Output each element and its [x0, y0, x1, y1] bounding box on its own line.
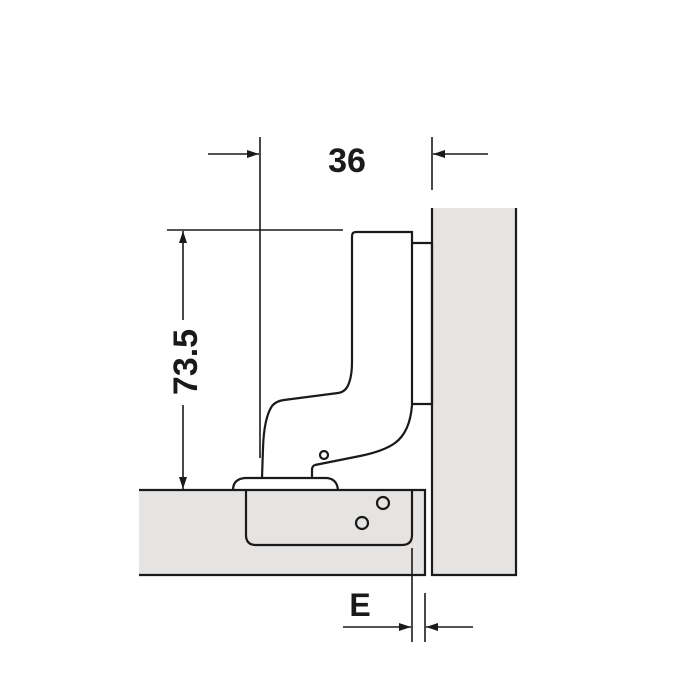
hinge-cup — [244, 490, 414, 547]
dimension-width: 36 — [208, 137, 488, 458]
hinge-flange — [231, 476, 340, 491]
side-panel — [430, 208, 518, 577]
door-panel — [139, 488, 427, 577]
gap-label: E — [349, 587, 370, 623]
width-label: 36 — [328, 142, 366, 180]
adjustment-hole — [318, 449, 330, 461]
hinge-arm — [260, 230, 414, 479]
height-label: 73.5 — [167, 329, 205, 395]
dimension-height: 73.5 — [167, 229, 343, 489]
mounting-plate — [412, 241, 434, 406]
dimension-gap: E — [343, 548, 473, 642]
screw-hole — [354, 515, 370, 531]
screw-hole — [375, 495, 391, 511]
